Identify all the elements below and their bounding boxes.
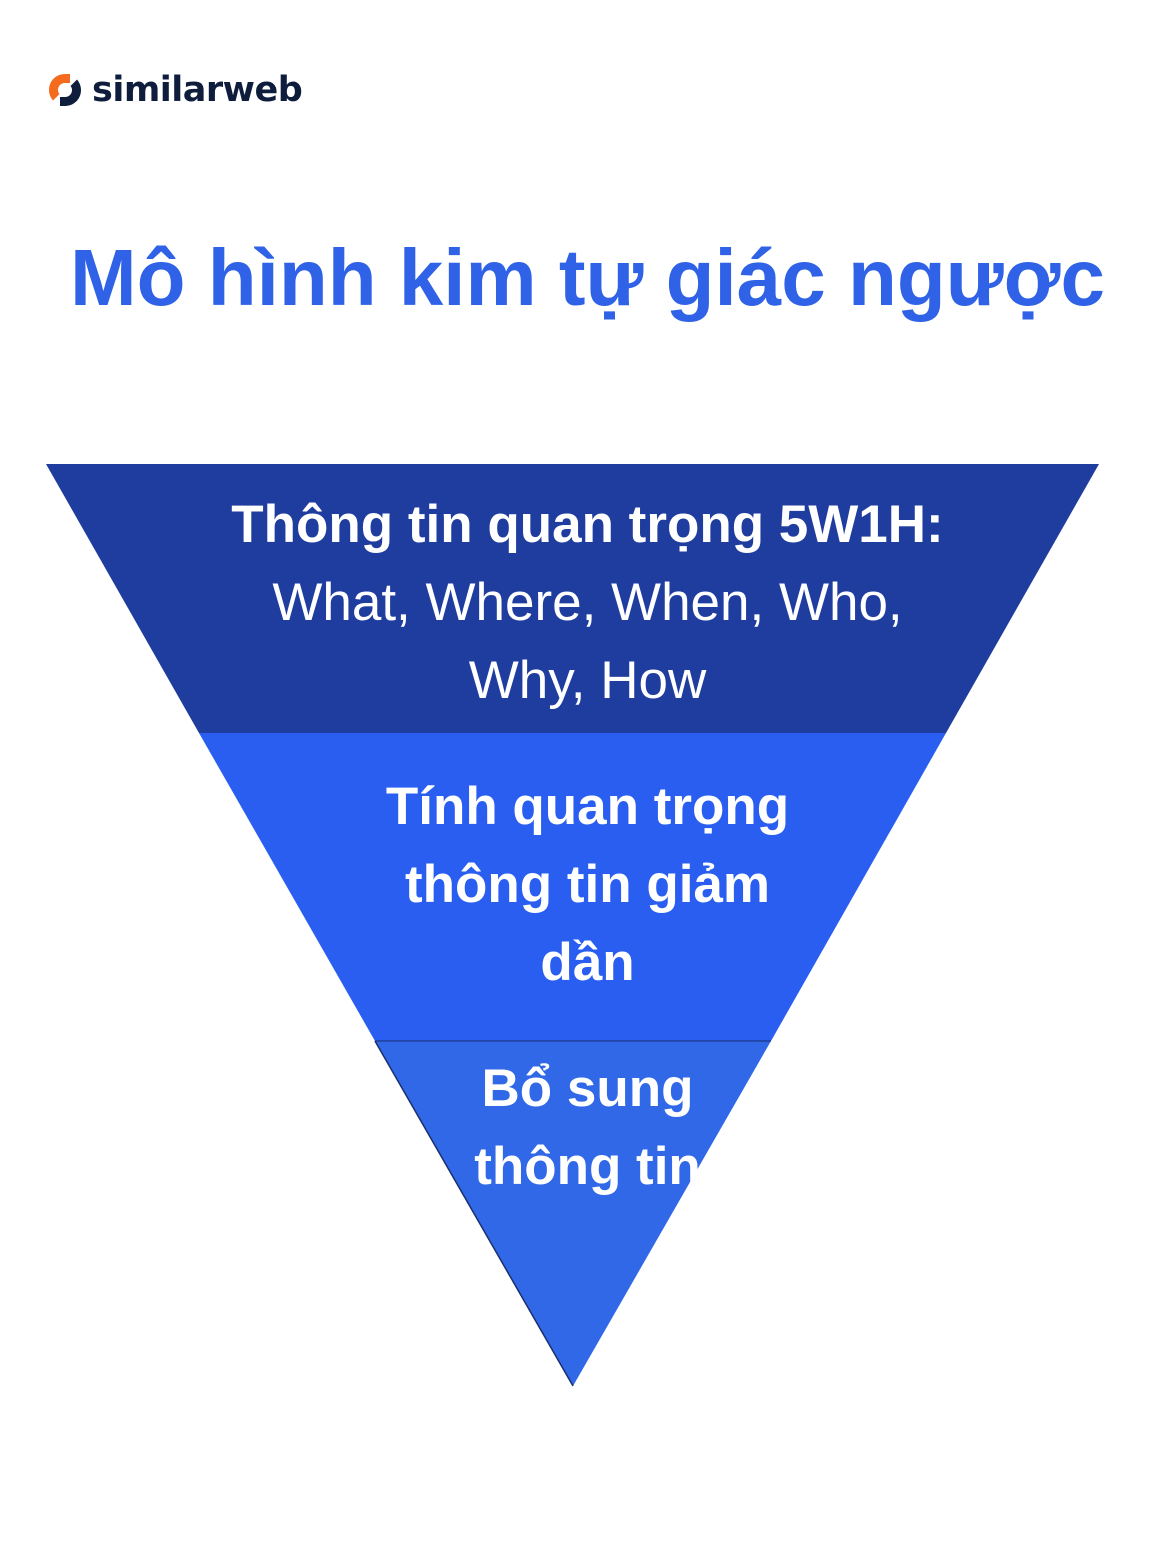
level-bottom-line-2: thông tin <box>474 1137 701 1196</box>
level-middle-label: Tính quan trọng thông tin giảm dần <box>0 768 1175 1002</box>
level-bottom-label: Bổ sung thông tin <box>0 1050 1175 1206</box>
level-bottom-line-1: Bổ sung <box>481 1059 694 1118</box>
similarweb-logo-icon <box>49 74 81 106</box>
level-top-label: Thông tin quan trọng 5W1H: What, Where, … <box>0 486 1175 720</box>
brand-logo: similarweb <box>48 70 303 110</box>
page-title: Mô hình kim tự giác ngược <box>70 233 1105 322</box>
level-middle-line-1: Tính quan trọng <box>385 777 790 836</box>
level-middle-line-2: thông tin giảm <box>404 855 771 914</box>
pyramid-level-middle <box>199 733 946 1041</box>
level-top-heading: Thông tin quan trọng 5W1H: <box>231 495 944 554</box>
level-middle-line-3: dần <box>540 933 635 992</box>
level-top-line-2: What, Where, When, Who, <box>272 573 903 632</box>
pyramid-bottom-edge-line <box>374 1040 574 1387</box>
pyramid-level-top <box>46 464 1099 733</box>
pyramid-level-bottom <box>375 1041 771 1386</box>
brand-name: similarweb <box>92 70 303 110</box>
level-top-line-3: Why, How <box>468 651 707 710</box>
